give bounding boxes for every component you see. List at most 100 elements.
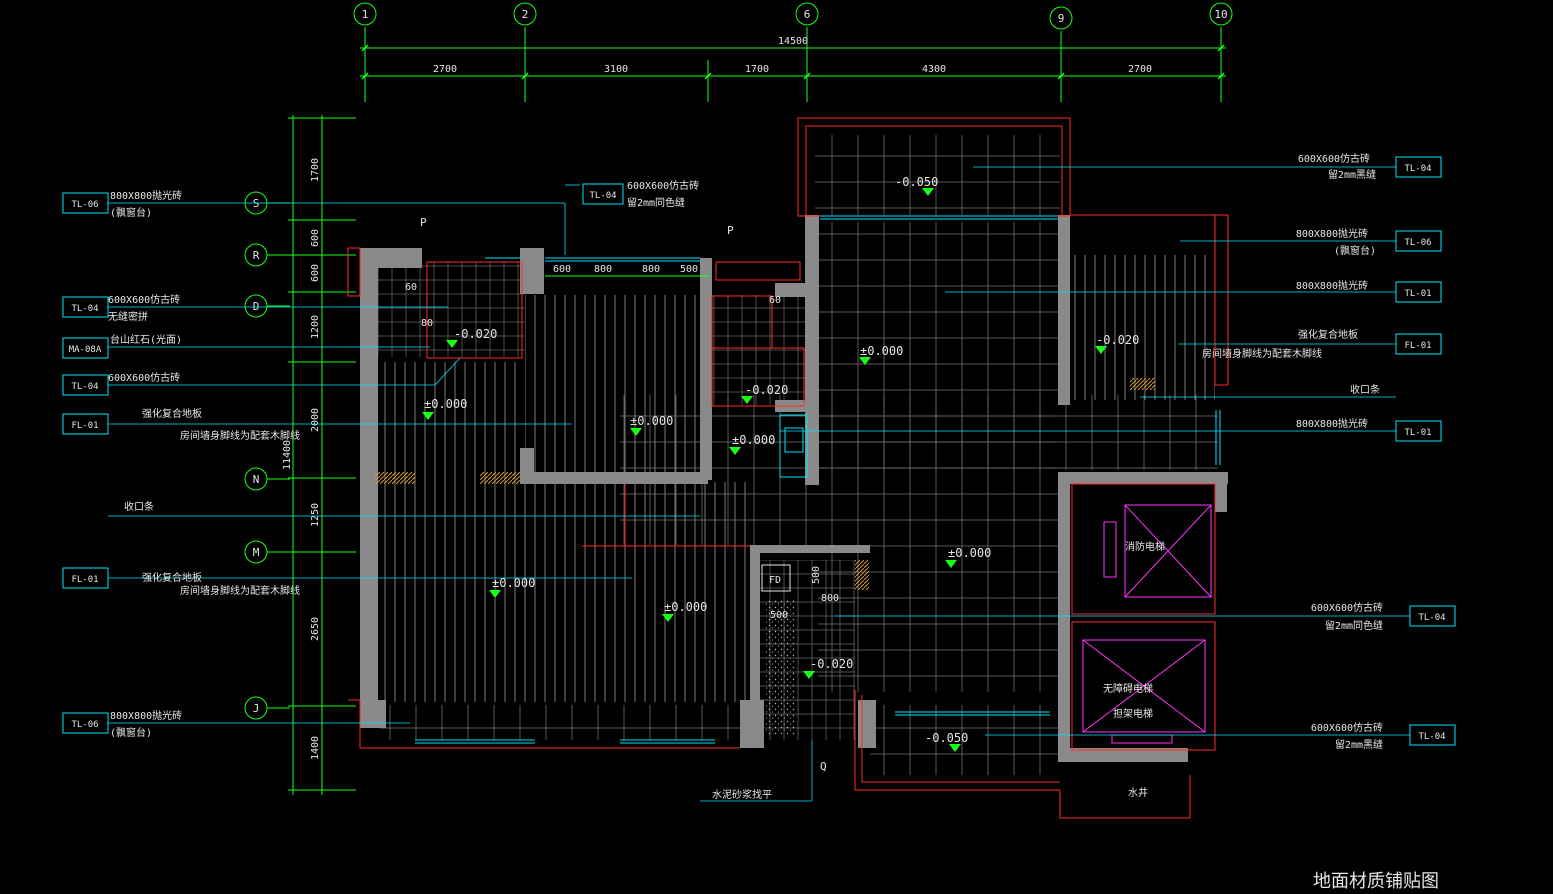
dim-left-seg: 2000 [310, 408, 321, 432]
callout-text: (飘窗台) [110, 206, 152, 219]
threshold-hatch [375, 472, 415, 484]
marker-p: P [420, 216, 427, 229]
level-bath-2: -0.020 [745, 383, 788, 397]
grid-row-S: S [253, 197, 260, 210]
inner-dim: 600 [553, 264, 571, 275]
marker-p: P [727, 224, 734, 237]
callout-tag: TL-01 [1404, 289, 1431, 299]
dim-top-total: 14500 [778, 36, 808, 47]
callout-text: 600X600仿古砖 [1311, 721, 1383, 734]
dim-left-seg: 600 [310, 229, 321, 247]
level-bedroom-right: -0.020 [1096, 333, 1139, 347]
callout-tag: TL-04 [589, 191, 616, 201]
bedroom-1-planks [525, 295, 705, 475]
callout-text: 800X800抛光砖 [110, 189, 182, 202]
left-dimension-chain [288, 115, 356, 795]
top-dimension-chain [360, 27, 1226, 102]
dim-left-seg: 1700 [310, 158, 321, 182]
callout-text: 留2mm同色缝 [1325, 619, 1383, 632]
callout-text: 留2mm黑缝 [1328, 168, 1376, 181]
callout-text: 600X600仿古砖 [108, 293, 180, 306]
small-dim: 500 [811, 566, 822, 584]
bedroom-3-planks [375, 482, 750, 702]
bedroom-2-planks [375, 362, 522, 482]
fd-box [761, 564, 791, 592]
callout-text: 800X800抛光砖 [1296, 227, 1368, 240]
callout-text: 800X800抛光砖 [1296, 417, 1368, 430]
label-water-well: 水井 [1128, 786, 1148, 799]
leaders-left [108, 202, 813, 802]
bathroom-2-tiles [710, 295, 805, 405]
dim-left-seg: 600 [310, 264, 321, 282]
threshold-hatch [1130, 378, 1155, 390]
callout-text: 600X600仿古砖 [108, 371, 180, 384]
dim-left-total: 11400 [282, 440, 293, 470]
label-fd: FD [769, 575, 781, 586]
level-bedroom-2: ±0.000 [424, 397, 467, 411]
leaders-right [565, 166, 1410, 736]
callout-text: 台山红石(光面) [110, 333, 182, 346]
callout-tag: TL-06 [71, 720, 98, 730]
callout-tag: TL-04 [71, 382, 98, 392]
callout-text: 600X600仿古砖 [627, 179, 699, 192]
grid-row-M: M [253, 546, 260, 559]
callout-text: 600X600仿古砖 [1311, 601, 1383, 614]
dim-top-seg: 3100 [604, 64, 628, 75]
level-bedroom-1: ±0.000 [630, 414, 673, 428]
level-markers [422, 188, 1107, 752]
level-kitchen: -0.020 [810, 657, 853, 671]
callout-text: 房间墙身脚线为配套木脚线 [180, 429, 300, 442]
level-bath-1: -0.020 [454, 327, 497, 341]
dim-left-seg: 1200 [310, 315, 321, 339]
inner-dim: 500 [680, 264, 698, 275]
level-living: ±0.000 [860, 344, 903, 358]
callout-tag: TL-04 [1404, 164, 1431, 174]
callout-text: 房间墙身脚线为配套木脚线 [180, 584, 300, 597]
grid-col-9: 9 [1058, 12, 1065, 25]
grid-row-N: N [253, 473, 260, 486]
level-dining: ±0.000 [948, 546, 991, 560]
left-grid-bubbles [244, 191, 290, 720]
callout-text: 留2mm黑缝 [1335, 738, 1383, 751]
balcony-bottom-tiles [870, 705, 1060, 775]
inner-dim: 800 [594, 264, 612, 275]
callout-tag: FL-01 [1404, 341, 1431, 351]
dim-top-seg: 2700 [1128, 64, 1152, 75]
dim-left-seg: 1400 [310, 736, 321, 760]
marker-q: Q [820, 760, 827, 773]
grid-col-10: 10 [1214, 8, 1227, 21]
receiver-note-left: 收口条 [124, 500, 154, 513]
top-dimension-ticks [361, 44, 1225, 80]
callout-text: (飘窗台) [1334, 244, 1376, 257]
grid-row-R: R [253, 249, 260, 262]
callout-text: 800X800抛光砖 [110, 709, 182, 722]
tag-boxes-left [62, 183, 624, 734]
top-grid-bubbles [353, 2, 1233, 30]
grid-col-1: 1 [362, 8, 369, 21]
callout-tag: TL-06 [1404, 238, 1431, 248]
hall-tiles [818, 395, 1218, 470]
label-accessible-elevator: 无障碍电梯 [1103, 682, 1153, 695]
small-dim: 80 [421, 318, 433, 329]
level-corridor: ±0.000 [732, 433, 775, 447]
grid-col-6: 6 [804, 8, 811, 21]
small-dim: 500 [770, 610, 788, 621]
dim-top-seg: 1700 [745, 64, 769, 75]
small-dim: 60 [405, 282, 417, 293]
shaft-outline [1071, 483, 1216, 751]
callout-text: 房间墙身脚线为配套木脚线 [1202, 347, 1322, 360]
threshold-hatch [855, 560, 869, 590]
elevator-shafts [1082, 504, 1212, 744]
grid-row-D: D [253, 300, 260, 313]
level-balcony-bottom: -0.050 [925, 731, 968, 745]
callout-tag: TL-04 [1418, 613, 1445, 623]
dim-top-seg: 2700 [433, 64, 457, 75]
level-bedroom-3: ±0.000 [492, 576, 535, 590]
callout-tag: FL-01 [71, 575, 98, 585]
drawing-title: 地面材质铺贴图 [1313, 871, 1439, 892]
level-bedroom-3b: ±0.000 [664, 600, 707, 614]
level-balcony-top: -0.050 [895, 175, 938, 189]
grid-row-J: J [253, 702, 260, 715]
dim-left-seg: 1250 [310, 503, 321, 527]
